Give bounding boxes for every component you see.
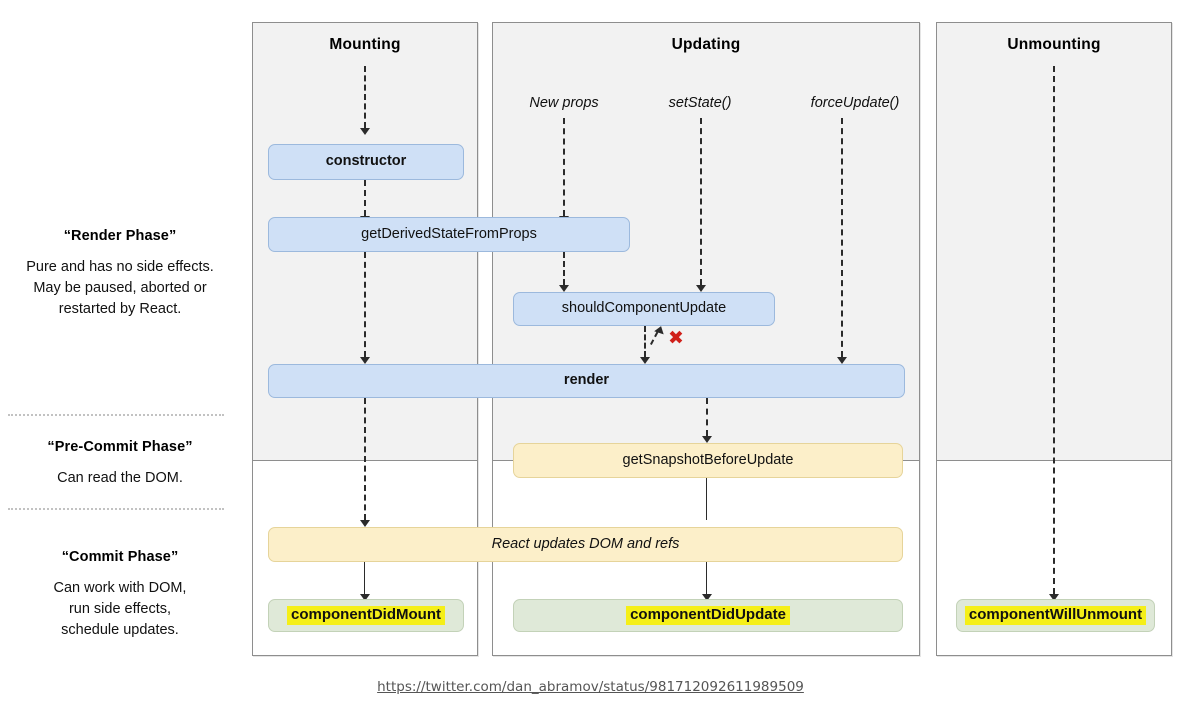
connector-gdsfp-to-render bbox=[364, 252, 366, 357]
legend-pre-commit-phase-body: Can read the DOM. bbox=[57, 470, 183, 487]
legend-pre-commit-phase: “Pre-Commit Phase” Can read the DOM. bbox=[0, 439, 240, 489]
connector-render-to-commit-mounting bbox=[364, 398, 366, 520]
arrowhead-gdsfp-to-render bbox=[360, 357, 370, 364]
legend-divider-top bbox=[8, 414, 224, 416]
connector-dom-to-did-update bbox=[706, 562, 707, 594]
connector-mounting-top bbox=[364, 66, 366, 128]
phase-legend: “Render Phase” Pure and has no side effe… bbox=[0, 0, 240, 710]
connector-scu-to-render bbox=[644, 326, 646, 357]
connector-gdsfp-to-scu bbox=[563, 252, 565, 285]
connector-unmounting-main bbox=[1053, 66, 1055, 594]
legend-pre-commit-phase-title: “Pre-Commit Phase” bbox=[47, 439, 193, 455]
legend-render-phase-body: Pure and has no side effects. May be pau… bbox=[26, 259, 214, 318]
box-get-derived-state-from-props[interactable]: getDerivedStateFromProps bbox=[268, 217, 630, 252]
legend-divider-bottom bbox=[8, 508, 224, 510]
arrowhead-scu-to-render bbox=[640, 357, 650, 364]
connector-set-state-to-scu bbox=[700, 118, 702, 285]
connector-new-props-to-gdsfp bbox=[563, 118, 565, 216]
source-link[interactable]: https://twitter.com/dan_abramov/status/9… bbox=[377, 679, 804, 695]
arrowhead-set-state-to-scu bbox=[696, 285, 706, 292]
box-react-updates-dom-and-refs[interactable]: React updates DOM and refs bbox=[268, 527, 903, 562]
connector-dom-stub-left bbox=[364, 562, 365, 572]
component-will-unmount-label: componentWillUnmount bbox=[964, 606, 1147, 625]
legend-render-phase: “Render Phase” Pure and has no side effe… bbox=[0, 228, 240, 320]
column-title-unmounting: Unmounting bbox=[1007, 36, 1101, 53]
column-title-updating: Updating bbox=[671, 36, 741, 53]
box-render[interactable]: render bbox=[268, 364, 905, 398]
skip-update-x-icon: ✖ bbox=[668, 327, 684, 349]
arrowhead-force-update-to-render bbox=[837, 357, 847, 364]
arrowhead-render-to-commit-mounting bbox=[360, 520, 370, 527]
connector-dom-to-did-mount bbox=[364, 562, 365, 594]
column-title-mounting: Mounting bbox=[329, 36, 401, 53]
trigger-new-props: New props bbox=[529, 95, 599, 111]
box-constructor[interactable]: constructor bbox=[268, 144, 464, 180]
box-component-did-update[interactable]: componentDidUpdate bbox=[513, 599, 903, 632]
arrowhead-dom-to-did-update bbox=[702, 594, 712, 601]
connector-render-to-gsbu bbox=[706, 398, 708, 436]
arrowhead-gdsfp-to-scu bbox=[559, 285, 569, 292]
box-component-did-mount[interactable]: componentDidMount bbox=[268, 599, 464, 632]
connector-force-update-to-render bbox=[841, 118, 843, 357]
box-component-will-unmount[interactable]: componentWillUnmount bbox=[956, 599, 1155, 632]
arrowhead-dom-to-did-mount bbox=[360, 594, 370, 601]
legend-commit-phase-body: Can work with DOM, run side effects, sch… bbox=[53, 580, 187, 639]
legend-render-phase-title: “Render Phase” bbox=[63, 228, 177, 244]
trigger-set-state: setState() bbox=[668, 95, 732, 111]
component-did-update-label: componentDidUpdate bbox=[626, 606, 790, 625]
box-should-component-update[interactable]: shouldComponentUpdate bbox=[513, 292, 775, 326]
trigger-force-update: forceUpdate() bbox=[810, 95, 900, 111]
connector-constructor-to-gdsfp bbox=[364, 180, 366, 216]
arrowhead-mounting-top bbox=[360, 128, 370, 135]
arrowhead-render-to-gsbu bbox=[702, 436, 712, 443]
box-get-snapshot-before-update[interactable]: getSnapshotBeforeUpdate bbox=[513, 443, 903, 478]
arrowhead-unmounting-main bbox=[1049, 594, 1059, 601]
legend-commit-phase-title: “Commit Phase” bbox=[61, 549, 179, 565]
connector-gsbu-to-dom bbox=[706, 478, 707, 520]
component-did-mount-label: componentDidMount bbox=[287, 606, 445, 625]
legend-commit-phase: “Commit Phase” Can work with DOM, run si… bbox=[0, 549, 240, 641]
